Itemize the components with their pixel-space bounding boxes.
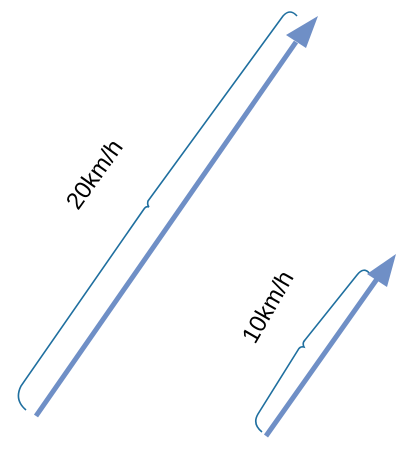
vector-20kmh: 20km/h [17, 11, 318, 418]
vector-10kmh: 10km/h [237, 254, 396, 438]
brace-10kmh [254, 269, 371, 433]
arrow-shaft-20kmh [33, 40, 299, 418]
brace-20kmh [17, 11, 298, 411]
arrow-shaft-10kmh [263, 277, 380, 438]
arrow-head-20kmh [286, 16, 318, 48]
vector-label-10kmh: 10km/h [237, 266, 300, 348]
arrow-head-10kmh [367, 254, 396, 287]
vector-label-20kmh: 20km/h [61, 135, 129, 215]
